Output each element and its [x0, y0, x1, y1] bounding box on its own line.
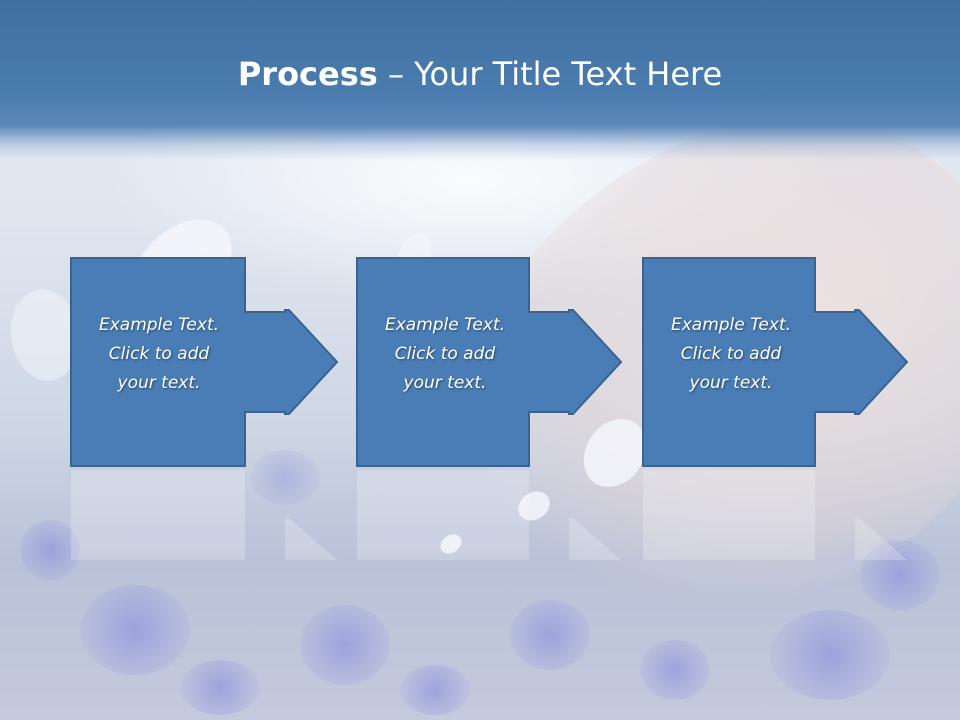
- arrow-box-shape: [70, 257, 339, 467]
- background-flower: [770, 610, 890, 700]
- step-text-line: your text.: [117, 373, 201, 393]
- step-reflection: [357, 470, 627, 560]
- background-flower: [640, 640, 710, 700]
- slide-title[interactable]: Process – Your Title Text Here: [0, 52, 960, 96]
- process-step-1[interactable]: Example Text. Click to add your text.: [70, 256, 341, 468]
- step-text-line: Example Text.: [384, 315, 506, 335]
- step-reflection: [643, 470, 913, 560]
- step-text-line: Example Text.: [670, 315, 792, 335]
- background-flower: [510, 600, 590, 670]
- title-rest-text: – Your Title Text Here: [377, 55, 723, 93]
- step-text-line: your text.: [689, 373, 773, 393]
- title-bold-text: Process: [237, 55, 378, 93]
- process-step-2[interactable]: Example Text. Click to add your text.: [356, 256, 627, 468]
- step-text: Example Text. Click to add your text.: [645, 311, 817, 398]
- step-text: Example Text. Click to add your text.: [359, 311, 531, 398]
- step-text-line: Example Text.: [98, 315, 220, 335]
- background-flower: [860, 540, 940, 610]
- background-flower: [80, 585, 190, 675]
- step-text-line: Click to add: [108, 344, 210, 364]
- step-text: Example Text. Click to add your text.: [73, 311, 245, 398]
- background-flower: [250, 450, 320, 505]
- background-flower: [400, 665, 470, 715]
- background-flower: [20, 520, 80, 580]
- process-step-3[interactable]: Example Text. Click to add your text.: [642, 256, 913, 468]
- title-band: [0, 0, 960, 160]
- arrow-box-shape: [642, 257, 909, 467]
- arrow-box-shape: [356, 257, 623, 467]
- step-text-line: Click to add: [680, 344, 782, 364]
- step-reflection: [71, 470, 341, 560]
- background-flower: [180, 660, 260, 715]
- step-text-line: Click to add: [394, 344, 496, 364]
- background-flower: [300, 605, 390, 685]
- step-text-line: your text.: [403, 373, 487, 393]
